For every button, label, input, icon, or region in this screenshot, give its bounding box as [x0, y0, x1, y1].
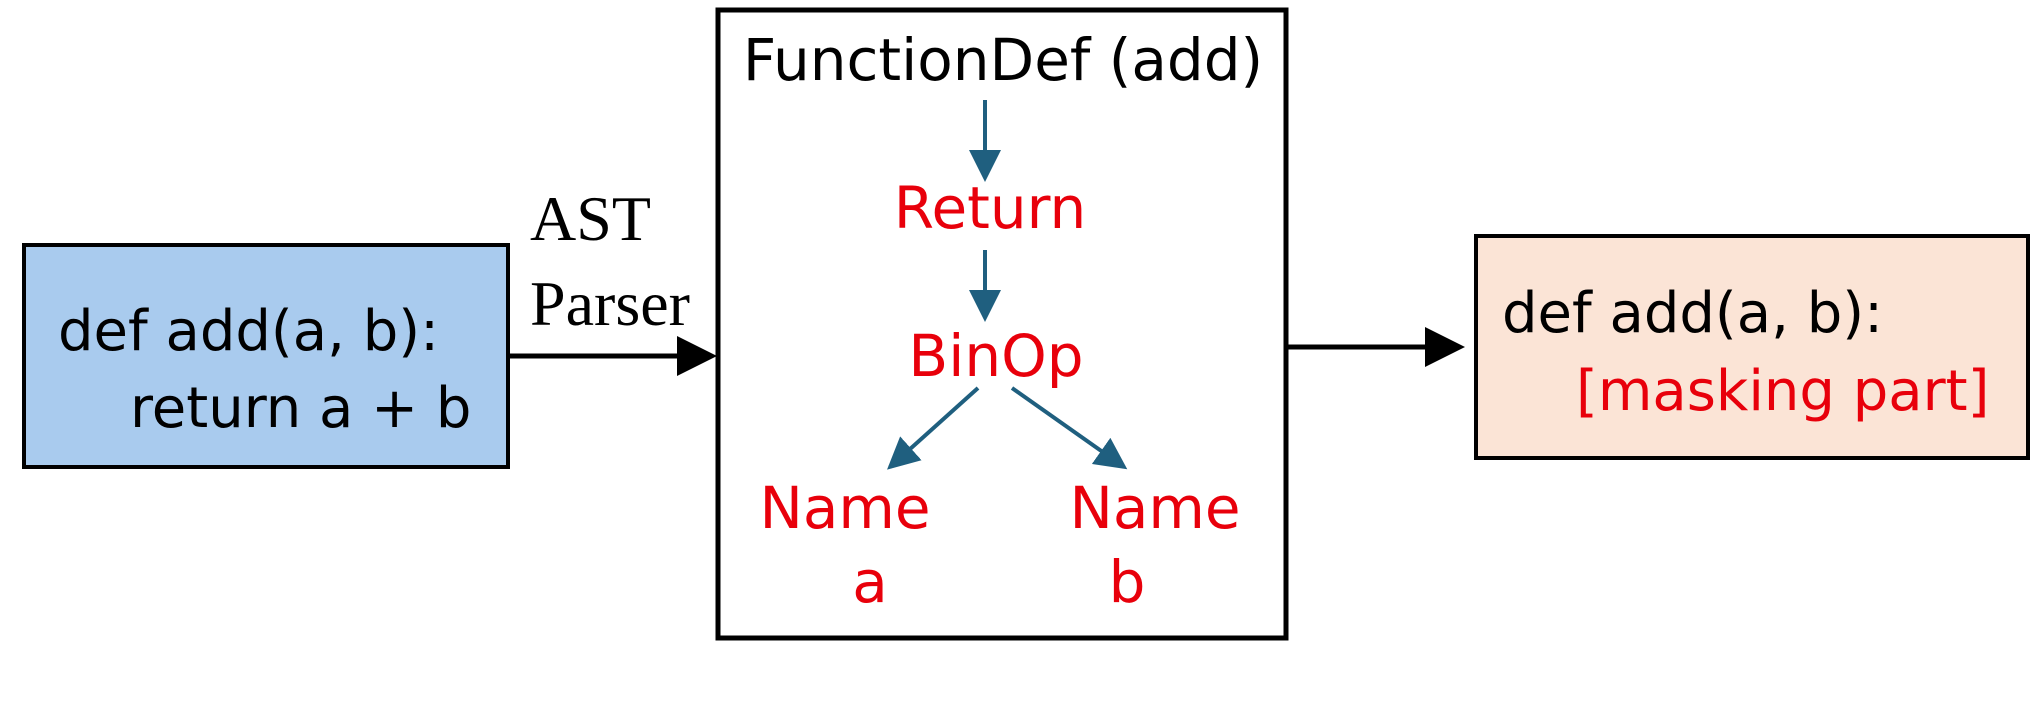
input-code-box-rect — [22, 243, 510, 469]
ast-root-node: FunctionDef (add) — [743, 26, 1263, 94]
ast-return-node: Return — [894, 174, 1086, 242]
input-code-box: def add(a, b): return a + b — [22, 243, 510, 469]
ast-right-leaf-type: Name — [1069, 474, 1240, 542]
ast-right-leaf-name: b — [1109, 548, 1146, 616]
ast-left-leaf-type: Name — [759, 474, 930, 542]
ast-tree-box-rect — [715, 7, 1289, 641]
ast-tree-box: FunctionDef (add) Return BinOp Name a Na… — [715, 7, 1289, 641]
input-code-line-2: return a + b — [130, 376, 471, 441]
ast-binop-node: BinOp — [908, 322, 1083, 390]
arrow-binop-to-left — [887, 386, 980, 470]
parser-label-line-1: AST — [530, 183, 651, 254]
output-code-box-rect — [1474, 234, 2030, 460]
parser-label: AST Parser — [530, 183, 690, 339]
output-code-box: def add(a, b): [masking part] — [1474, 234, 2030, 460]
arrow-binop-to-right — [1010, 386, 1128, 470]
ast-left-leaf-name: a — [852, 548, 888, 616]
parser-label-line-2: Parser — [530, 268, 690, 339]
input-code-line-1: def add(a, b): — [58, 299, 439, 364]
output-masked-part: [masking part] — [1576, 359, 1989, 424]
output-code-line-1: def add(a, b): — [1502, 281, 1883, 346]
